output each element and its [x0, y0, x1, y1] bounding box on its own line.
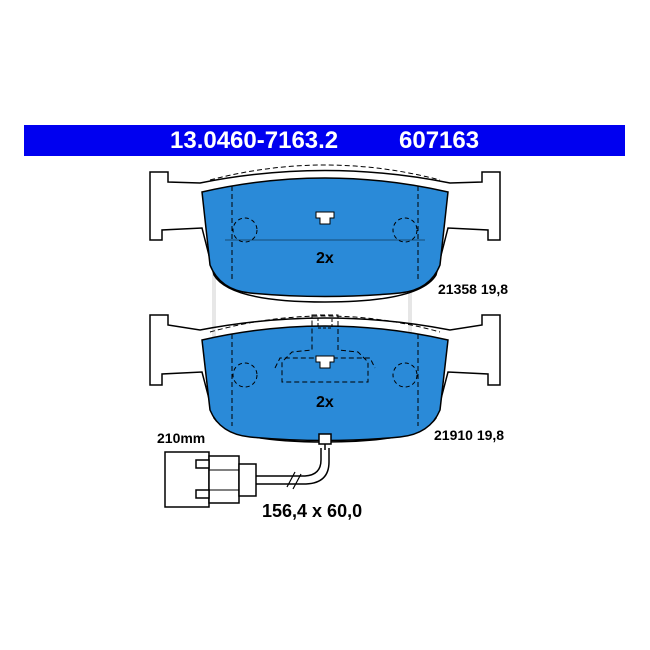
- wear-sensor: [164, 433, 332, 508]
- pad-dimensions: 156,4 x 60,0: [262, 501, 362, 521]
- reference-number: 607163: [399, 127, 480, 154]
- pad-bottom-spec: 21910 19,8: [434, 427, 504, 443]
- title-banner: 13.0460-7163.2 607163: [24, 125, 625, 156]
- pad-bottom-quantity: 2x: [316, 394, 334, 411]
- pad-top: 2x: [149, 164, 501, 303]
- pad-top-quantity: 2x: [316, 250, 334, 267]
- pad-top-backing-plate: [149, 169, 501, 303]
- pad-top-spec: 21358 19,8: [438, 281, 508, 297]
- sensor-wire-length: 210mm: [157, 430, 205, 446]
- pad-top-friction-material: [201, 177, 449, 298]
- part-number: 13.0460-7163.2: [170, 127, 339, 154]
- pad-bottom: 2x: [149, 314, 501, 443]
- pad-bottom-friction-material: [201, 325, 449, 442]
